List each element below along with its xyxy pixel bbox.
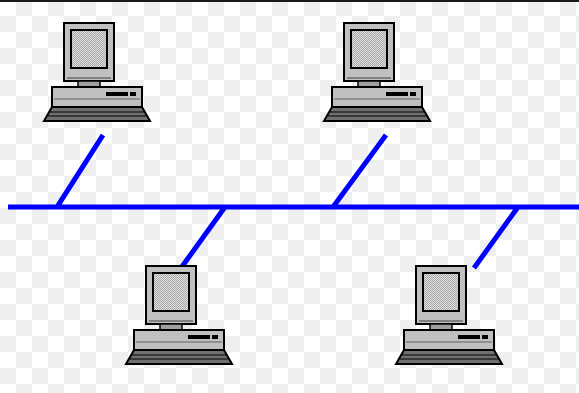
computer-top-right [323, 22, 431, 122]
drop-cable-bottom-left [178, 205, 228, 270]
drop-cable-bottom-right [471, 205, 521, 270]
computer-top-left [43, 22, 151, 122]
drop-cable-top-left [54, 133, 106, 209]
drop-cable-top-right [330, 133, 389, 209]
computer-bottom-right [395, 265, 503, 365]
top-border [0, 0, 579, 2]
computer-bottom-left [125, 265, 233, 365]
